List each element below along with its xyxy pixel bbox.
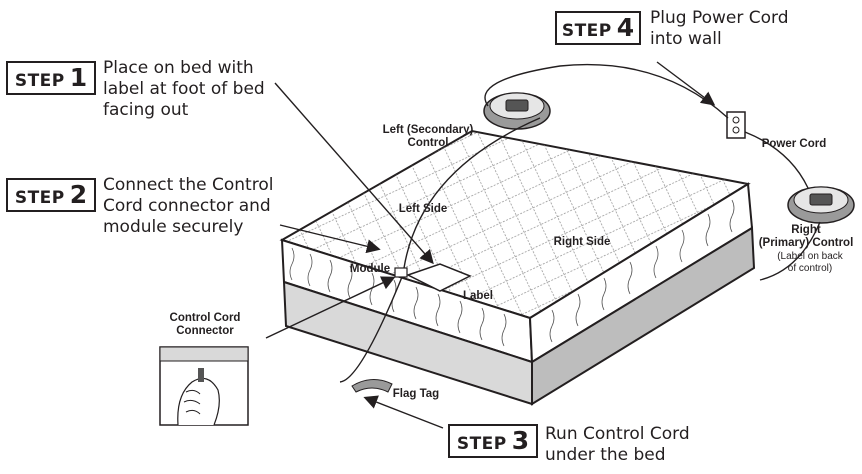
right-control-note: (Label on back of control) — [777, 251, 843, 274]
step-2-number: 2 — [69, 180, 88, 209]
power-cord-label: Power Cord — [761, 138, 827, 150]
step-1-number: 1 — [69, 63, 88, 92]
module — [394, 267, 408, 278]
module-label: Module — [349, 263, 391, 275]
step-4-badge: STEP 4 — [555, 11, 641, 45]
step-2-text: Connect the Control Cord connector and m… — [103, 175, 274, 237]
step-1-word: STEP — [14, 71, 65, 91]
cords — [339, 63, 821, 383]
step-3-word: STEP — [456, 434, 507, 454]
step-3-badge: STEP 3 — [448, 424, 538, 458]
wall-outlet — [726, 111, 746, 139]
flag-tag-label: Flag Tag — [392, 388, 440, 400]
step-3-text: Run Control Cord under the bed — [545, 424, 690, 465]
step-2-word: STEP — [14, 188, 65, 208]
step-4-number: 4 — [616, 13, 635, 42]
step-4-text: Plug Power Cord into wall — [650, 8, 789, 49]
box-spring-side — [531, 226, 756, 406]
right-control-label: Right (Primary) Control — [758, 224, 854, 249]
label-label: Label — [462, 290, 494, 302]
step-3-number: 3 — [511, 426, 530, 455]
right-control — [787, 186, 855, 224]
left-side-label: Left Side — [398, 203, 448, 215]
label-sticker — [406, 263, 472, 292]
control-cord-connector-label: Control Cord Connector — [169, 312, 241, 337]
flag-tag — [351, 379, 393, 393]
step-4-word: STEP — [561, 21, 612, 41]
step-2-badge: STEP 2 — [6, 178, 96, 212]
connector-inset — [159, 346, 249, 426]
step-1-text: Place on bed with label at foot of bed f… — [103, 58, 265, 120]
left-control — [483, 92, 551, 130]
right-side-label: Right Side — [553, 236, 611, 248]
step-1-badge: STEP 1 — [6, 61, 96, 95]
left-control-label: Left (Secondary) Control — [382, 124, 474, 149]
